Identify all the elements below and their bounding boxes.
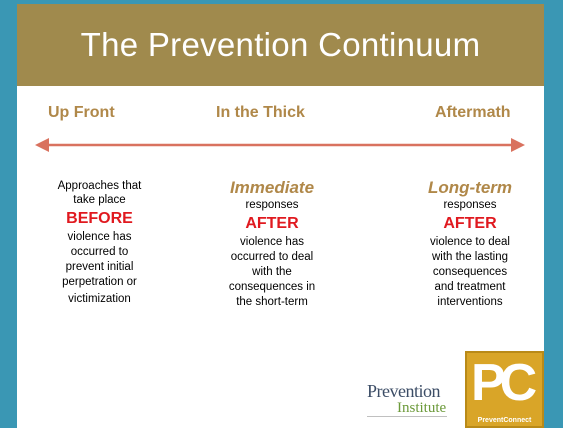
longterm-sub: responses xyxy=(443,199,497,211)
phase-aftermath: Aftermath xyxy=(435,104,511,121)
prevention-institute-rule xyxy=(367,416,447,417)
immediate-line-3: with the xyxy=(252,266,292,278)
prevention-institute-logo: Prevention Institute xyxy=(367,378,457,428)
column-before: Approaches that take place BEFORE violen… xyxy=(32,180,167,306)
immediate-keyword: AFTER xyxy=(245,215,299,232)
preventconnect-letters: PC xyxy=(471,354,537,412)
before-keyword: BEFORE xyxy=(66,210,133,227)
phase-up-front: Up Front xyxy=(48,104,115,121)
longterm-line-3: consequences xyxy=(432,266,508,278)
preventconnect-logo: PC PreventConnect xyxy=(465,351,544,428)
immediate-lead: Immediate xyxy=(229,178,315,197)
immediate-sub: responses xyxy=(245,199,299,211)
phase-in-the-thick: In the Thick xyxy=(216,104,305,121)
immediate-line-2: occurred to deal xyxy=(230,251,314,263)
longterm-line-2: with the lasting xyxy=(431,251,509,263)
longterm-line-5: interventions xyxy=(437,296,503,308)
longterm-keyword: AFTER xyxy=(443,215,497,232)
before-line-1: violence has xyxy=(67,231,132,243)
arrow-head-right xyxy=(511,138,525,152)
title-bar: The Prevention Continuum xyxy=(17,4,544,86)
column-long-term: Long-term responses AFTER violence to de… xyxy=(410,178,530,309)
before-intro: Approaches that take place xyxy=(57,180,142,206)
column-immediate: Immediate responses AFTER violence has o… xyxy=(212,178,332,309)
before-line-5: victimization xyxy=(68,293,131,305)
prevention-institute-subword: Institute xyxy=(397,400,447,416)
slide-title: The Prevention Continuum xyxy=(80,26,481,63)
prevention-institute-word: Prevention xyxy=(367,381,441,401)
preventconnect-caption: PreventConnect xyxy=(477,417,532,424)
longterm-lead: Long-term xyxy=(427,178,513,197)
immediate-line-5: the short-term xyxy=(236,296,308,308)
longterm-line-4: and treatment xyxy=(434,281,506,293)
before-line-3: prevent initial xyxy=(65,261,134,273)
before-line-4: perpetration or xyxy=(62,276,137,288)
immediate-line-1: violence has xyxy=(240,236,304,248)
longterm-line-1: violence to deal xyxy=(430,236,510,248)
arrow-head-left xyxy=(35,138,49,152)
slide: The Prevention Continuum Up Front In the… xyxy=(17,4,544,428)
before-line-2: occurred to xyxy=(70,246,129,258)
immediate-line-4: consequences in xyxy=(228,281,316,293)
continuum-arrow xyxy=(35,138,525,152)
